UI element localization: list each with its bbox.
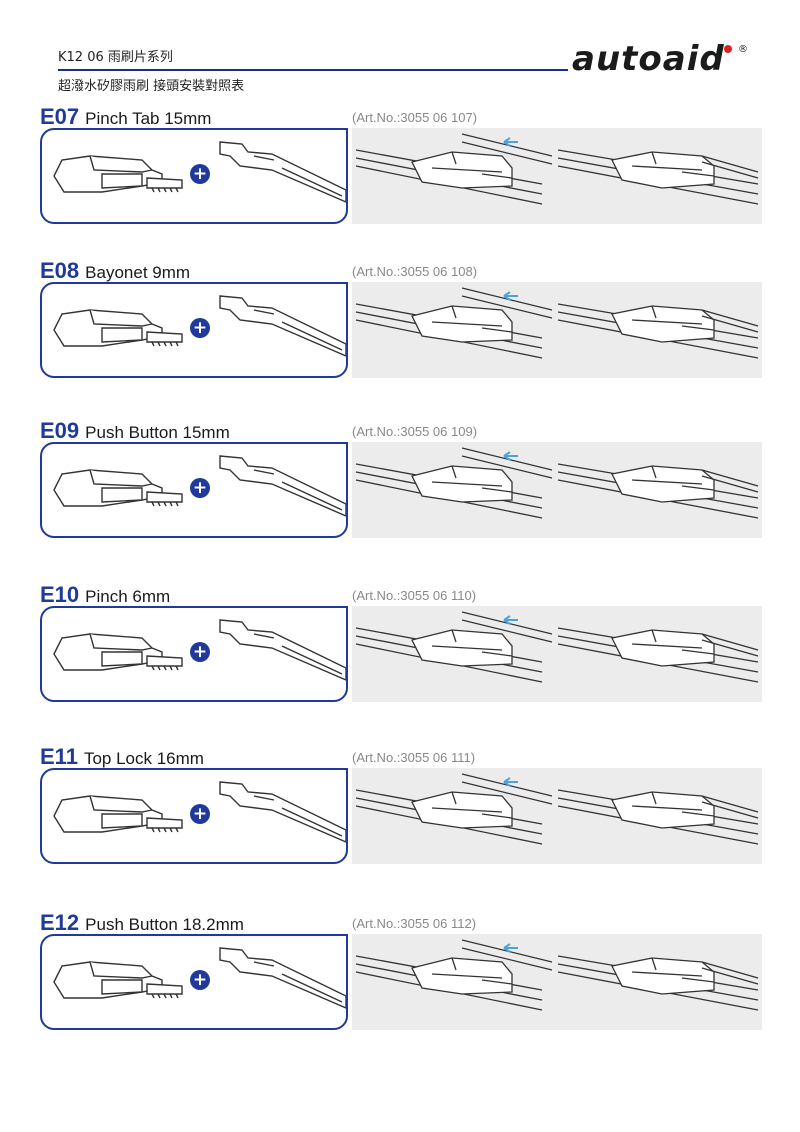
plus-circle-icon: +	[190, 318, 210, 338]
parts-panel: +	[40, 442, 348, 538]
arrow-left-icon	[503, 615, 518, 625]
adapter-drawing	[53, 795, 183, 833]
adapter-drawing	[53, 309, 183, 347]
connector-section-e10: E10 Pinch 6mm (Art.No.:3055 06 110)	[40, 582, 762, 712]
connector-section-e12: E12 Push Button 18.2mm (Art.No.:3055 06 1…	[40, 910, 762, 1040]
installation-panel	[352, 282, 762, 378]
plus-circle-icon: +	[190, 804, 210, 824]
section-title: E09 Push Button 15mm	[40, 418, 230, 444]
section-code: E10	[40, 582, 80, 607]
installation-drawing	[355, 133, 759, 205]
parts-panel: +	[40, 282, 348, 378]
brand-name: autoaid	[572, 40, 725, 76]
header-divider	[58, 69, 568, 71]
connector-section-e08: E08 Bayonet 9mm (Art.No.:3055 06 108)	[40, 258, 762, 388]
installation-panel	[352, 128, 762, 224]
wiper-arm-drawing	[219, 141, 346, 203]
section-name: Push Button 15mm	[85, 423, 230, 442]
connector-section-e09: E09 Push Button 15mm (Art.No.:3055 06 109…	[40, 418, 762, 548]
installation-panel	[352, 606, 762, 702]
plus-circle-icon: +	[190, 478, 210, 498]
connector-section-e07: E07 Pinch Tab 15mm (Art.No.:3055 06 107)	[40, 104, 762, 234]
article-number: (Art.No.:3055 06 107)	[352, 110, 478, 125]
article-number: (Art.No.:3055 06 108)	[352, 264, 478, 279]
section-title: E08 Bayonet 9mm	[40, 258, 190, 284]
wiper-arm-drawing	[219, 781, 346, 843]
section-name: Pinch Tab 15mm	[85, 109, 212, 128]
wiper-arm-drawing	[219, 295, 346, 357]
section-code: E11	[40, 744, 78, 769]
adapter-drawing	[53, 155, 183, 193]
article-number: (Art.No.:3055 06 110)	[352, 588, 477, 603]
section-title: E10 Pinch 6mm	[40, 582, 170, 608]
wiper-arm-drawing	[219, 619, 346, 681]
section-title: E12 Push Button 18.2mm	[40, 910, 244, 936]
installation-drawing	[355, 773, 759, 845]
section-code: E08	[40, 258, 80, 283]
page-subtitle: 超潑水矽膠雨刷 接頭安裝對照表	[58, 79, 245, 94]
article-number: (Art.No.:3055 06 111)	[352, 750, 476, 765]
section-code: E12	[40, 910, 80, 935]
section-name: Pinch 6mm	[85, 587, 171, 606]
plus-circle-icon: +	[190, 970, 210, 990]
adapter-parts-drawing	[53, 455, 346, 517]
adapter-parts-drawing	[53, 295, 346, 357]
parts-panel: +	[40, 768, 348, 864]
arrow-left-icon	[503, 777, 518, 787]
connector-section-e11: E11 Top Lock 16mm (Art.No.:3055 06 111)	[40, 744, 762, 874]
registered-mark: ®	[738, 44, 748, 55]
section-name: Top Lock 16mm	[83, 749, 204, 768]
adapter-drawing	[53, 633, 183, 671]
adapter-drawing	[53, 469, 183, 507]
parts-panel: +	[40, 934, 348, 1030]
series-title: K12 06 雨刷片系列	[58, 50, 173, 65]
installation-panel	[352, 442, 762, 538]
article-number: (Art.No.:3055 06 109)	[352, 424, 478, 439]
section-name: Push Button 18.2mm	[85, 915, 244, 934]
arrow-left-icon	[503, 291, 518, 301]
adapter-parts-drawing	[53, 947, 346, 1009]
installation-drawing	[355, 939, 759, 1011]
brand-logo: autoaid ®	[570, 40, 750, 76]
adapter-drawing	[53, 961, 183, 999]
section-name: Bayonet 9mm	[85, 263, 191, 282]
plus-circle-icon: +	[190, 642, 210, 662]
wiper-arm-drawing	[219, 947, 346, 1009]
installation-panel	[352, 934, 762, 1030]
arrow-left-icon	[503, 451, 518, 461]
installation-drawing	[355, 611, 759, 683]
arrow-left-icon	[503, 943, 518, 953]
plus-circle-icon: +	[190, 164, 210, 184]
installation-panel	[352, 768, 762, 864]
installation-drawing	[355, 287, 759, 359]
article-number: (Art.No.:3055 06 112)	[352, 916, 477, 931]
section-title: E11 Top Lock 16mm	[40, 744, 204, 770]
installation-drawing	[355, 447, 759, 519]
section-title: E07 Pinch Tab 15mm	[40, 104, 211, 130]
section-code: E07	[40, 104, 80, 129]
section-code: E09	[40, 418, 80, 443]
adapter-parts-drawing	[53, 781, 346, 843]
wiper-arm-drawing	[219, 455, 346, 517]
adapter-parts-drawing	[53, 619, 346, 681]
arrow-left-icon	[503, 137, 518, 147]
parts-panel: +	[40, 606, 348, 702]
parts-panel: +	[40, 128, 348, 224]
adapter-parts-drawing	[53, 141, 346, 203]
